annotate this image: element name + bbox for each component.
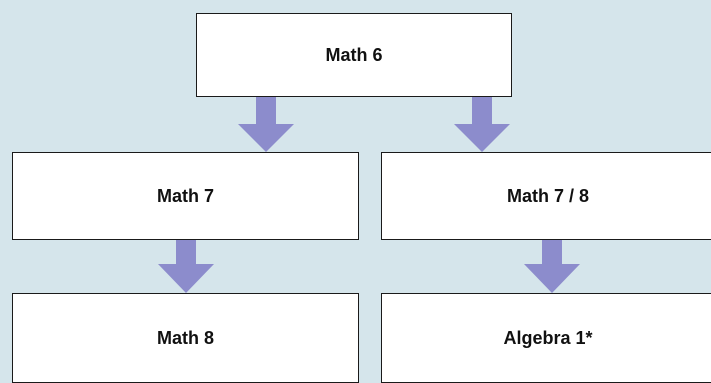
arrow-math6-to-math78 — [454, 97, 510, 152]
node-label: Math 6 — [325, 44, 383, 65]
node-math-7-8: Math 7 / 8 — [381, 152, 711, 240]
arrow-math6-to-math7 — [238, 97, 294, 152]
node-label: Algebra 1* — [503, 327, 593, 348]
node-label: Math 8 — [156, 327, 214, 348]
node-math-7: Math 7 — [12, 152, 359, 240]
node-algebra-1: Algebra 1* — [381, 293, 711, 383]
node-label: Math 7 — [156, 185, 214, 206]
node-math-6: Math 6 — [196, 13, 512, 97]
arrow-math78-to-algebra1 — [524, 240, 580, 293]
arrows-layer — [158, 97, 580, 293]
node-math-8: Math 8 — [12, 293, 359, 383]
arrow-math7-to-math8 — [158, 240, 214, 293]
node-label: Math 7 / 8 — [506, 185, 590, 206]
course-pathway-diagram: Math 6 Math 7 Math 7 / 8 Math 8 Algebra … — [12, 13, 711, 383]
